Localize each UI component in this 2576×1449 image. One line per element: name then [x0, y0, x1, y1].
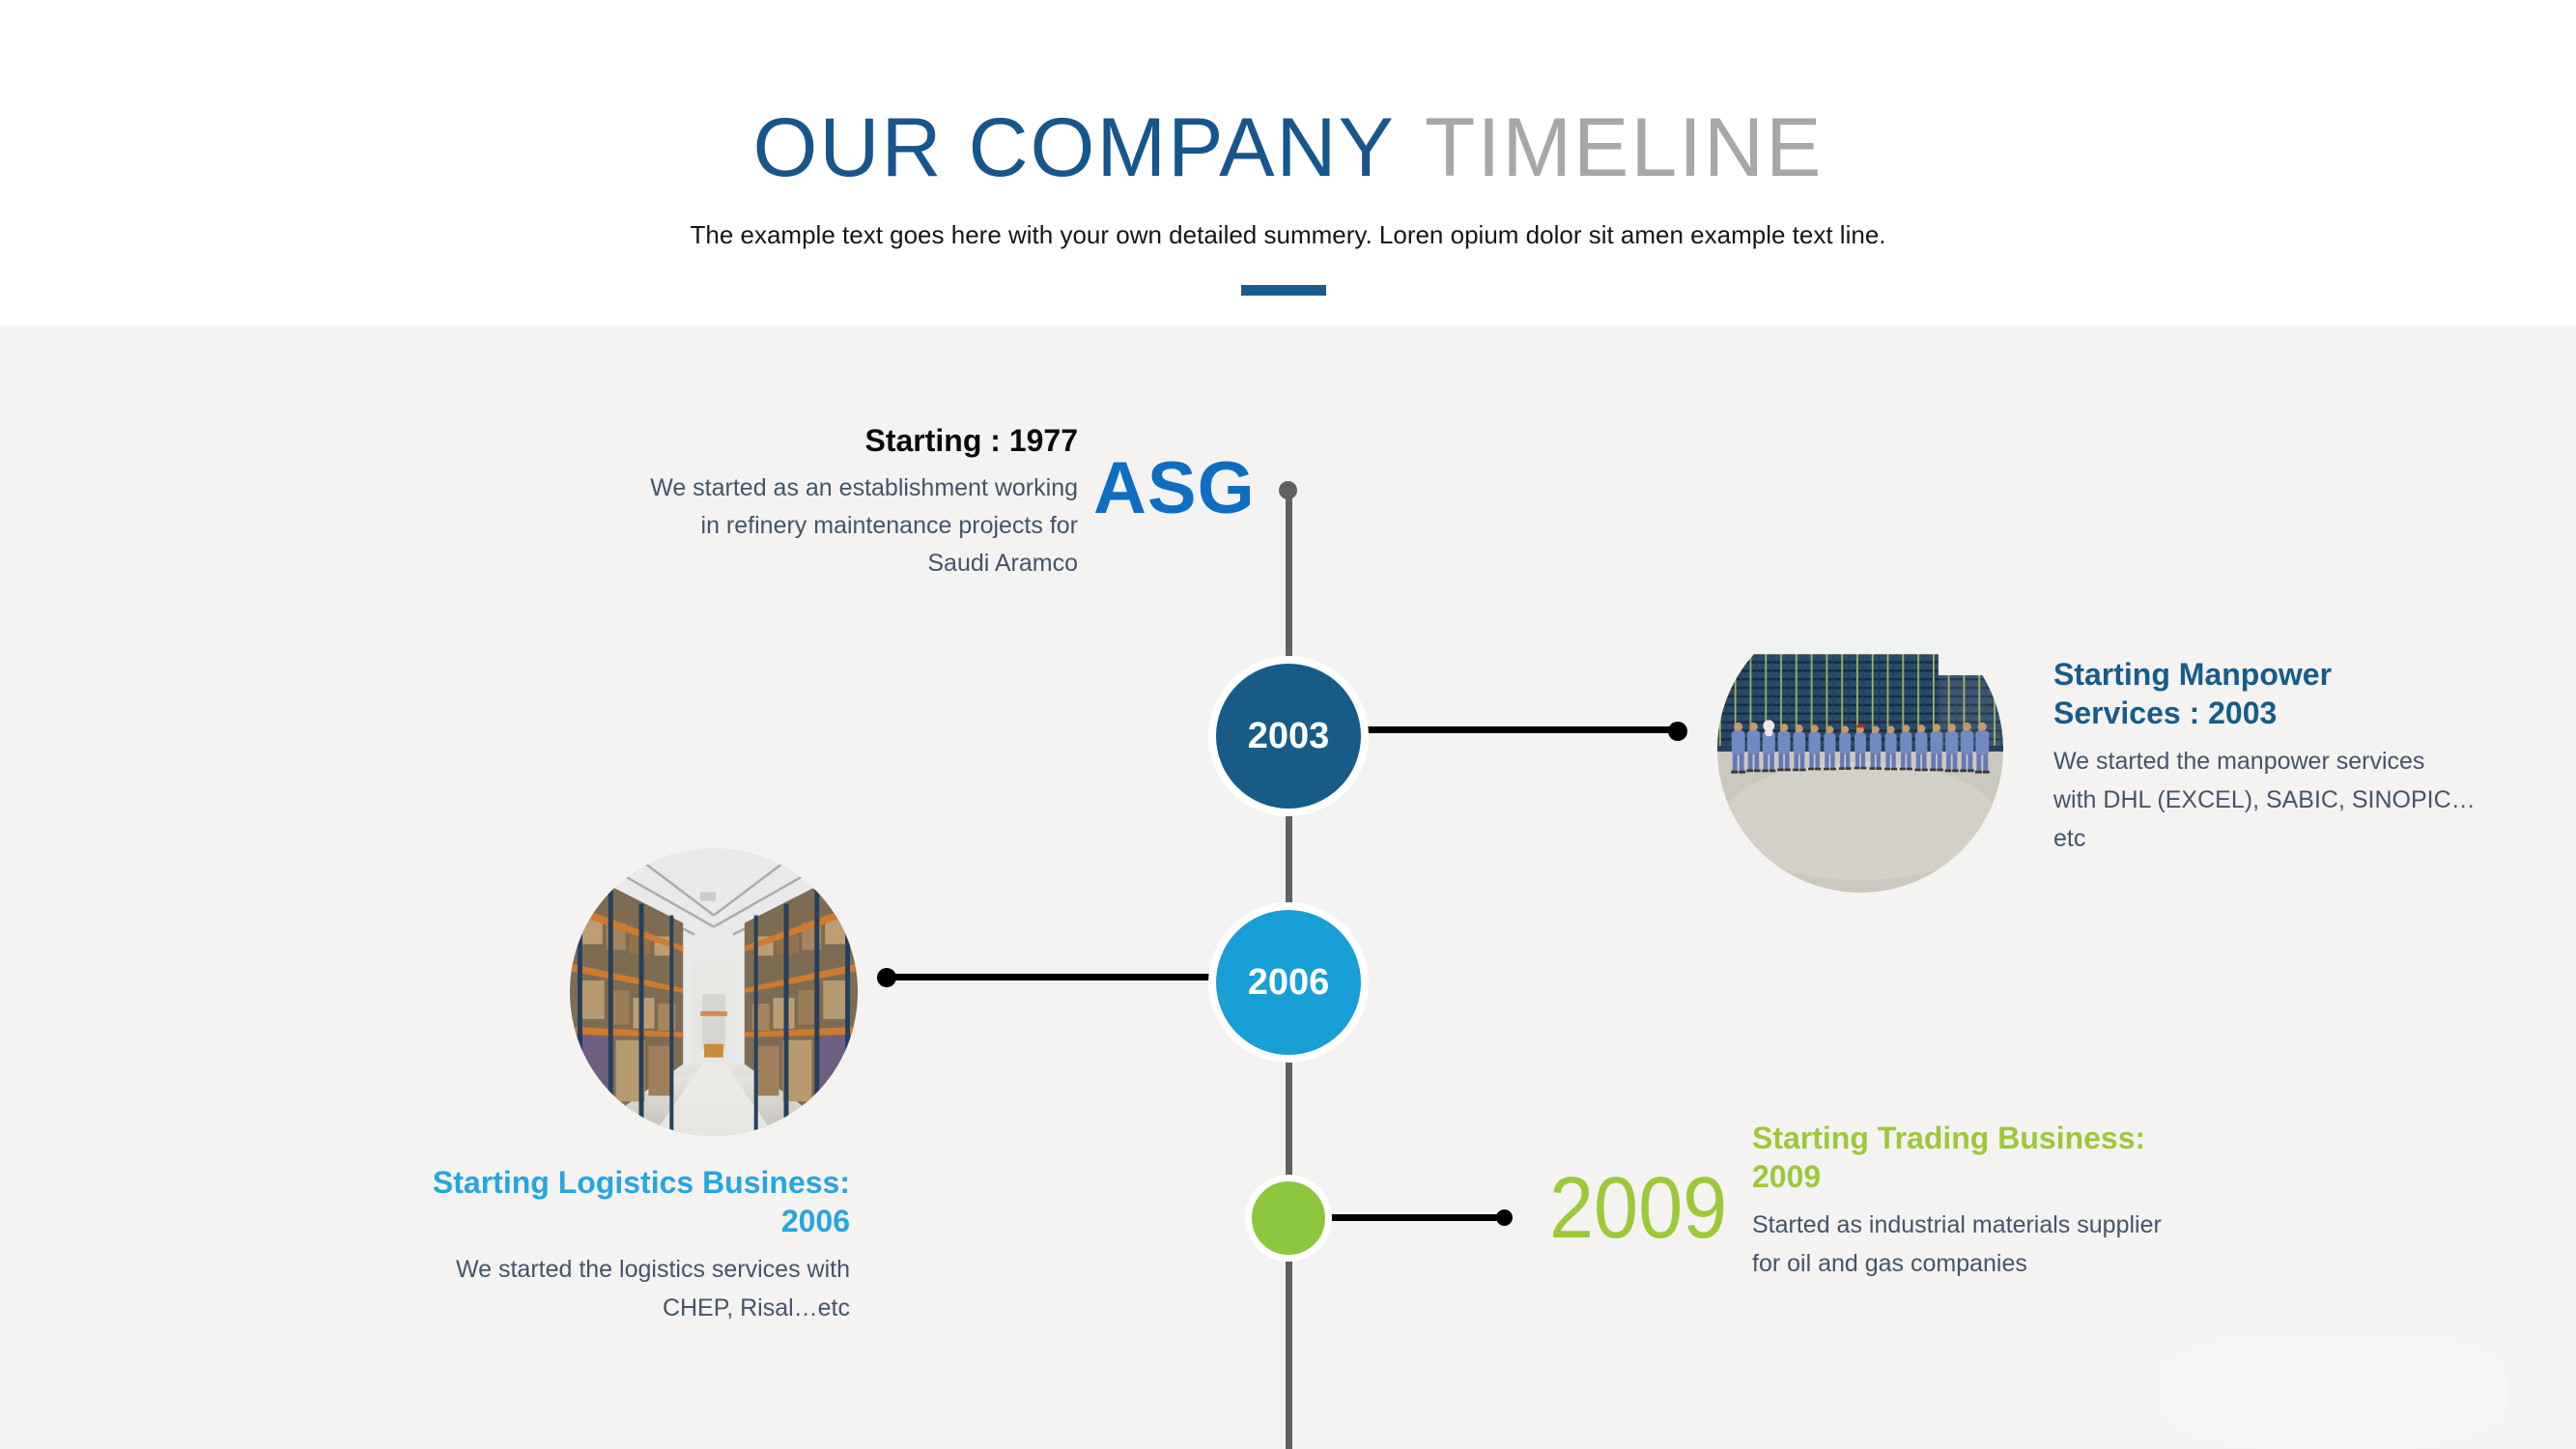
year-2009-large: 2009 [1549, 1160, 1728, 1257]
connector-dot-2009 [1496, 1209, 1513, 1226]
event-2003-body-line: We started the manpower services [2053, 748, 2425, 775]
event-1977-title: Starting : 1977 [864, 423, 1078, 458]
event-1977-text: Starting : 1977 We started as an establi… [537, 421, 1078, 582]
connector-2003 [1367, 726, 1678, 733]
manpower-photo-illustration [1717, 607, 2003, 893]
event-2006-body-line: We started the logistics services with [455, 1256, 850, 1283]
event-2006-title: Starting Logistics Business: 2006 [319, 1163, 850, 1240]
event-2003-title-line: Services : 2003 [2053, 696, 2278, 730]
event-2006-body-line: CHEP, Risal…etc [662, 1294, 850, 1321]
subtitle: The example text goes here with your own… [690, 220, 1886, 249]
connector-dot-2003 [1668, 722, 1687, 741]
event-1977-body-line: in refinery maintenance projects for [700, 512, 1078, 539]
connector-2009 [1330, 1214, 1500, 1221]
event-2009-body-line: for oil and gas companies [1752, 1250, 2027, 1277]
page-title: OUR COMPANY TIMELINE [0, 100, 2576, 196]
event-1977-body-line: Saudi Aramco [927, 550, 1078, 577]
asg-logo: ASG [1093, 447, 1256, 529]
timeline-start-dot [1279, 481, 1297, 499]
title-primary: OUR COMPANY [752, 101, 1396, 194]
year-node-2006-label: 2006 [1247, 961, 1330, 1003]
event-2006-text: Starting Logistics Business: 2006 We sta… [319, 1163, 850, 1327]
event-2009-title: Starting Trading Business: 2009 [1752, 1119, 2216, 1196]
watermark-smudge [2161, 1333, 2508, 1449]
connector-2006 [887, 974, 1215, 980]
year-node-2009 [1245, 1175, 1332, 1262]
title-secondary: TIMELINE [1424, 101, 1824, 194]
year-node-2003-label: 2003 [1247, 715, 1330, 756]
event-2006-title-line: Starting Logistics Business: [432, 1165, 850, 1200]
year-node-2003: 2003 [1208, 656, 1369, 816]
warehouse-photo [570, 848, 858, 1136]
event-2009-title-line: 2009 [1752, 1159, 1822, 1194]
event-2009-body: Started as industrial materials supplier… [1752, 1206, 2216, 1283]
year-node-2006: 2006 [1208, 902, 1369, 1063]
event-2009-body-line: Started as industrial materials supplier [1752, 1211, 2162, 1238]
event-2003-body: We started the manpower services with DH… [2053, 742, 2478, 858]
event-2006-body: We started the logistics services with C… [319, 1250, 850, 1327]
event-2006-title-line: 2006 [780, 1204, 850, 1238]
event-2003-text: Starting Manpower Services : 2003 We sta… [2053, 655, 2478, 858]
event-2003-title: Starting Manpower Services : 2003 [2053, 655, 2478, 732]
accent-bar [1241, 285, 1326, 296]
event-2003-body-line: with DHL (EXCEL), SABIC, SINOPIC…etc [2053, 786, 2476, 852]
manpower-team-photo [1717, 607, 2003, 893]
event-2009-text: Starting Trading Business: 2009 Started … [1752, 1119, 2216, 1283]
event-1977-body: We started as an establishment working i… [537, 469, 1078, 582]
event-2009-title-line: Starting Trading Business: [1752, 1121, 2146, 1155]
event-2003-title-line: Starting Manpower [2053, 657, 2333, 692]
connector-dot-2006 [877, 968, 896, 987]
warehouse-photo-illustration [570, 848, 858, 1136]
event-1977-body-line: We started as an establishment working [650, 474, 1078, 501]
